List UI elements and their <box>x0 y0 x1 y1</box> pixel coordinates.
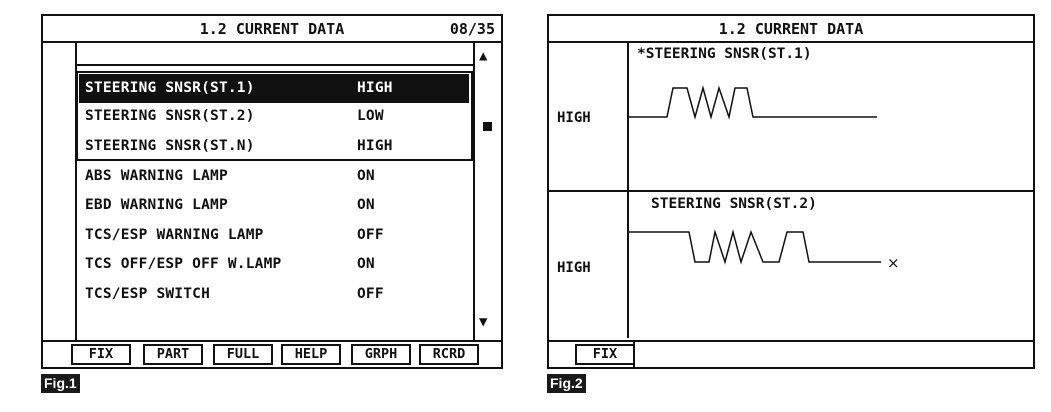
scroll-up-arrow-icon[interactable]: ▲ <box>479 48 488 64</box>
current-data-graph-panel: 1.2 CURRENT DATA *STEERING SNSR(ST.1) HI… <box>547 14 1035 369</box>
table-row[interactable]: STEERING SNSR(ST.N) HIGH <box>79 132 469 161</box>
row-item-name: STEERING SNSR(ST.N) <box>85 138 255 154</box>
selection-group-box <box>76 71 473 161</box>
row-item-value: HIGH <box>357 80 393 96</box>
table-row[interactable]: STEERING SNSR(ST.1) HIGH <box>79 74 469 103</box>
fix-button[interactable]: FIX <box>575 344 635 365</box>
channel-2-waveform <box>629 229 881 265</box>
table-row[interactable]: TCS/ESP SWITCH OFF <box>79 280 469 309</box>
row-item-name: STEERING SNSR(ST.2) <box>85 108 255 124</box>
header-row-divider <box>75 64 473 66</box>
channel-2-level: HIGH <box>557 260 591 276</box>
channel-1-name: *STEERING SNSR(ST.1) <box>637 46 812 62</box>
row-item-value: ON <box>357 256 375 272</box>
table-row[interactable]: EBD WARNING LAMP ON <box>79 191 469 220</box>
row-item-name: STEERING SNSR(ST.1) <box>85 80 255 96</box>
list-title: 1.2 CURRENT DATA <box>199 20 345 38</box>
row-item-name: EBD WARNING LAMP <box>85 197 228 213</box>
channel-divider <box>549 190 1033 192</box>
scroll-down-arrow-icon[interactable]: ▼ <box>479 314 488 330</box>
row-item-value: OFF <box>357 227 384 243</box>
table-row[interactable]: TCS/ESP WARNING LAMP OFF <box>79 221 469 250</box>
channel-1-waveform <box>629 85 877 120</box>
end-cursor-mark: × <box>887 254 900 272</box>
graph-title-bar: 1.2 CURRENT DATA <box>549 16 1033 43</box>
row-item-name: ABS WARNING LAMP <box>85 168 228 184</box>
table-row[interactable]: TCS OFF/ESP OFF W.LAMP ON <box>79 250 469 279</box>
fix-button[interactable]: FIX <box>71 344 131 365</box>
full-button[interactable]: FULL <box>213 344 273 365</box>
page-indicator: 08/35 <box>449 20 495 38</box>
part-button[interactable]: PART <box>143 344 203 365</box>
row-item-value: ON <box>357 197 375 213</box>
help-button[interactable]: HELP <box>281 344 341 365</box>
list-title-bar: 1.2 CURRENT DATA 08/35 <box>43 16 501 43</box>
figure-label: Fig.1 <box>41 374 80 393</box>
row-item-value: HIGH <box>357 138 393 154</box>
row-item-name: TCS/ESP WARNING LAMP <box>85 227 264 243</box>
row-item-value: LOW <box>357 108 384 124</box>
row-item-name: TCS/ESP SWITCH <box>85 286 211 302</box>
scrollbar-divider <box>473 43 475 340</box>
record-button[interactable]: RCRD <box>419 344 479 365</box>
channel-2-name: STEERING SNSR(ST.2) <box>651 196 817 212</box>
left-margin-line <box>75 43 77 340</box>
figure-label: Fig.2 <box>547 374 586 393</box>
function-button-bar: FIX PART FULL HELP GRPH RCRD <box>43 340 501 367</box>
row-item-name: TCS OFF/ESP OFF W.LAMP <box>85 256 282 272</box>
row-item-value: ON <box>357 168 375 184</box>
current-data-list-panel: 1.2 CURRENT DATA 08/35 STEERING SNSR(ST.… <box>41 14 503 369</box>
graph-title: 1.2 CURRENT DATA <box>718 20 864 38</box>
graph-button[interactable]: GRPH <box>351 344 411 365</box>
graph-button-bar: FIX <box>549 340 1033 367</box>
channel-1-level: HIGH <box>557 110 591 126</box>
row-item-value: OFF <box>357 286 384 302</box>
table-row[interactable]: STEERING SNSR(ST.2) LOW <box>79 102 469 131</box>
button-bar-divider <box>633 342 635 367</box>
table-row[interactable]: ABS WARNING LAMP ON <box>79 162 469 191</box>
scroll-thumb[interactable] <box>483 122 492 131</box>
